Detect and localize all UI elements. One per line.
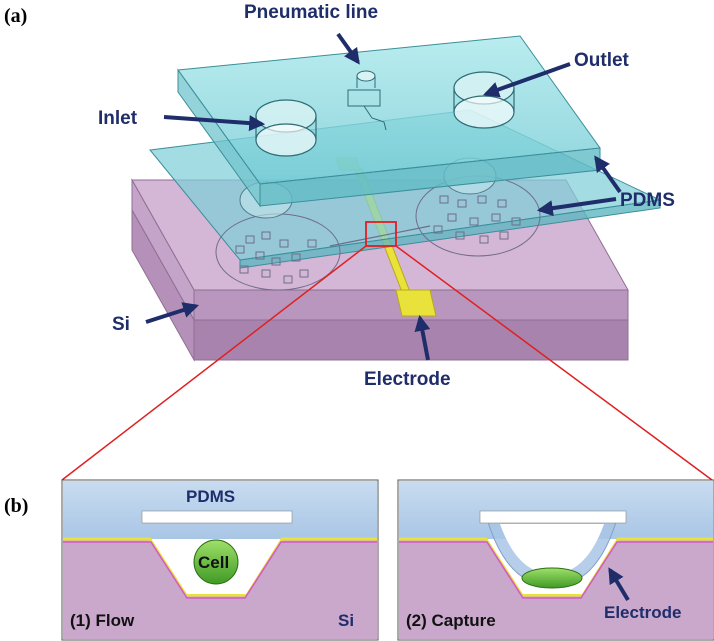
microwell-array-right: [433, 195, 521, 244]
pdms-upper-block: [177, 35, 601, 208]
flow-step-label: (1) Flow: [70, 611, 135, 630]
capture-electrode-label: Electrode: [604, 603, 681, 622]
outlet-arrow: [482, 62, 571, 98]
pneumatic-line-label: Pneumatic line: [244, 2, 378, 23]
electrode-arrow: [414, 314, 431, 361]
pdms-arrow-upper: [594, 155, 622, 194]
panel-a-label: (a): [4, 5, 27, 27]
zoom-line-right: [395, 245, 713, 481]
capture-step-label: (2) Capture: [406, 611, 496, 630]
outlet-label: Outlet: [574, 50, 630, 71]
flow-pdms-label: PDMS: [186, 487, 235, 506]
inlet-arrow: [163, 115, 266, 132]
microwell-array-left: [235, 231, 317, 284]
pneumatic-line-arrow: [336, 32, 360, 65]
pdms-arrow-lower: [536, 197, 617, 217]
zoom-region-box: [365, 221, 397, 247]
zoom-line-left: [61, 245, 367, 481]
panel-b-label: (b): [4, 495, 28, 517]
si-arrow: [145, 302, 200, 324]
flow-cross-section: [61, 479, 379, 641]
capture-electrode-arrow: [608, 567, 630, 602]
electrode-label: Electrode: [364, 369, 451, 390]
cell-label: Cell: [198, 553, 229, 572]
flow-si-label: Si: [338, 611, 354, 630]
inlet-label: Inlet: [98, 108, 138, 129]
capture-cross-section: [397, 479, 714, 641]
pdms-label: PDMS: [620, 190, 675, 211]
si-label: Si: [112, 314, 130, 335]
